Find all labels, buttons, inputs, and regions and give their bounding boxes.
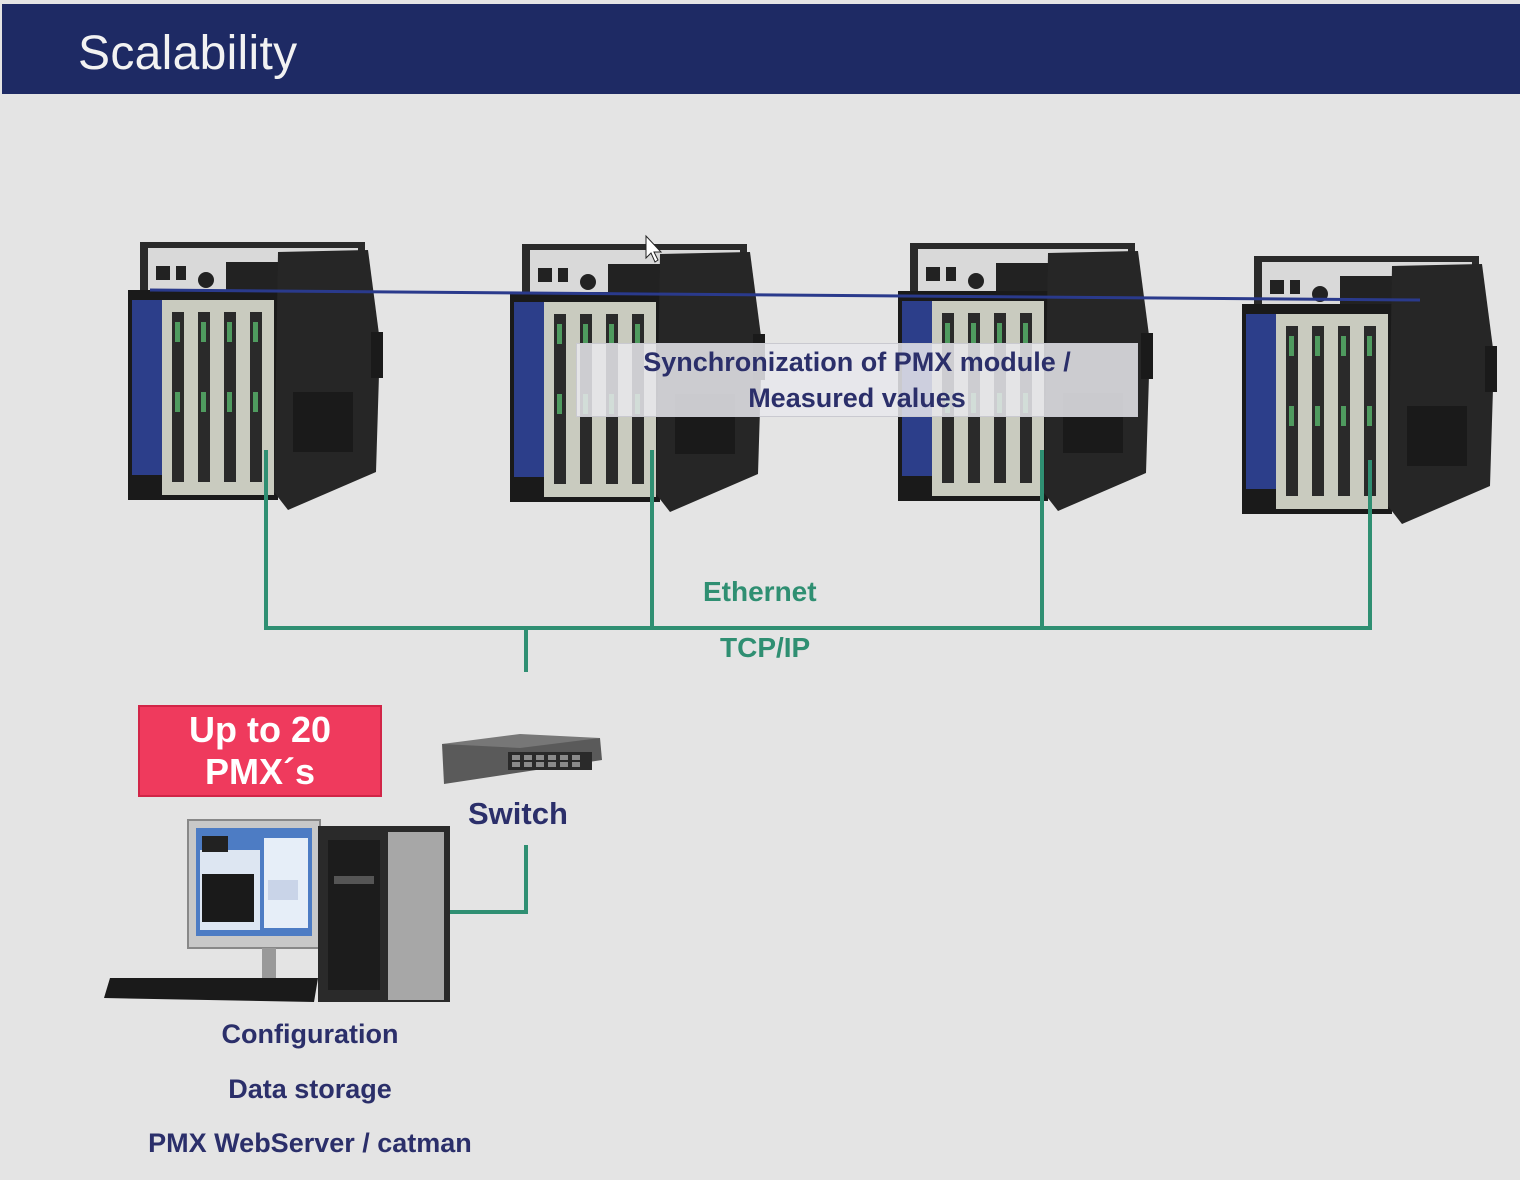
pc-role-webserver: PMX WebServer / catman [148,1128,472,1158]
cursor-icon [645,234,663,263]
badge-line2: PMX´s [204,751,316,792]
ethernet-label: Ethernet [703,576,817,607]
sync-line [149,288,1421,302]
sync-label-line1: Synchronization of PMX module / [643,347,1071,377]
pc-role-configuration: Configuration [221,1019,399,1049]
module-count-badge: Up to 20 PMX´s [138,705,382,797]
pc-workstation-icon [103,819,451,1003]
protocol-label: TCP/IP [720,632,811,663]
sync-label-box: Synchronization of PMX module / Measured… [576,343,1138,417]
sync-label-line2: Measured values [748,383,966,413]
network-switch-icon [442,734,602,784]
badge-line1: Up to 20 [188,709,331,750]
title-bar: Scalability [2,4,1520,94]
pc-role-data-storage: Data storage [228,1074,392,1104]
pmx-module-icon [128,242,383,510]
switch-label: Switch [468,796,568,831]
page-title: Scalability [78,27,298,80]
